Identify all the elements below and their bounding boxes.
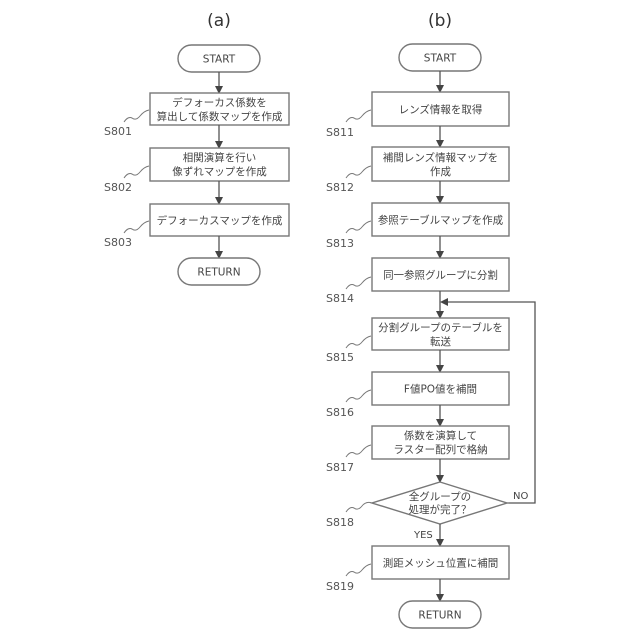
figure-b-label: (b)	[428, 11, 452, 31]
step-text-line: 同一参照グループに分割	[383, 269, 498, 282]
return-label-a: RETURN	[197, 267, 240, 279]
step-text-line: 参照テーブルマップを作成	[378, 214, 504, 227]
step-text-line: ラスター配列で格納	[393, 443, 487, 456]
process-step-s801: デフォーカス係数を 算出して係数マップを作成 S801	[104, 93, 289, 138]
step-id-label: S801	[104, 125, 132, 138]
yes-label: YES	[413, 530, 433, 541]
step-id-label: S811	[326, 126, 354, 139]
process-step-s803: デフォーカスマップを作成 S803	[104, 204, 289, 249]
step-id-label: S812	[326, 181, 354, 194]
leader-line	[346, 502, 372, 512]
leader-line	[346, 390, 371, 402]
step-text-line: デフォーカス係数を	[172, 96, 267, 109]
start-terminal-b: START	[399, 44, 481, 71]
step-id-label: S813	[326, 237, 354, 250]
step-text-line: 像ずれマップを作成	[172, 166, 267, 178]
step-id-label: S803	[104, 236, 132, 249]
decision-text-line: 処理が完了？	[409, 503, 472, 516]
leader-line	[346, 564, 371, 576]
step-text-line: 転送	[430, 335, 451, 348]
decision-text-line: 全グループの	[409, 490, 471, 503]
step-text-line: 算出して係数マップを作成	[157, 110, 283, 123]
leader-line	[346, 277, 371, 289]
process-step-s813: 参照テーブルマップを作成 S813	[326, 203, 509, 250]
step-text-line: 相関演算を行い	[183, 151, 257, 164]
step-id-label: S815	[326, 351, 354, 364]
process-step-s815: 分割グループのテーブルを 転送 S815	[326, 318, 509, 364]
figure-a: (a) START デフォーカス係数を 算出して係数マップを作成 S801 相関…	[104, 11, 289, 285]
step-id-label: S816	[326, 406, 354, 419]
return-label-b: RETURN	[418, 610, 461, 622]
process-step-s814: 同一参照グループに分割 S814	[326, 258, 509, 305]
step-text-line: 分割グループのテーブルを	[378, 321, 503, 334]
process-step-s816: F値PO値を補間 S816	[326, 372, 509, 419]
start-label-b: START	[424, 53, 457, 65]
decision-step-s818: 全グループの 処理が完了？ NO YES S818	[326, 482, 528, 541]
step-id-label: S817	[326, 461, 354, 474]
leader-line	[346, 110, 371, 122]
return-terminal-b: RETURN	[399, 601, 481, 628]
leader-line	[346, 336, 371, 348]
step-text-line: 作成	[430, 166, 451, 178]
leader-line	[124, 110, 149, 122]
figure-a-label: (a)	[207, 11, 231, 31]
step-id-label: S802	[104, 181, 132, 194]
figure-b: (b) START レンズ情報を取得 S811 補間レンズ情報マップを 作成 S…	[326, 11, 535, 628]
step-text-line: 係数を演算して	[404, 429, 477, 442]
step-id-label: S819	[326, 580, 354, 593]
process-step-s819: 測距メッシュ位置に補間 S819	[326, 546, 509, 593]
leader-line	[346, 221, 371, 233]
process-step-s812: 補間レンズ情報マップを 作成 S812	[326, 147, 509, 194]
start-label-a: START	[203, 54, 236, 66]
no-label: NO	[513, 491, 528, 502]
start-terminal-a: START	[178, 45, 260, 72]
leader-line	[346, 445, 371, 457]
process-step-s802: 相関演算を行い 像ずれマップを作成 S802	[104, 148, 289, 194]
step-text-line: 測距メッシュ位置に補間	[383, 557, 499, 570]
step-text-line: レンズ情報を取得	[399, 103, 483, 116]
leader-line	[124, 221, 149, 233]
process-step-s811: レンズ情報を取得 S811	[326, 92, 509, 139]
leader-line	[124, 166, 149, 178]
return-terminal-a: RETURN	[178, 258, 260, 285]
leader-line	[346, 166, 371, 178]
step-id-label: S818	[326, 516, 354, 529]
process-step-s817: 係数を演算して ラスター配列で格納 S817	[326, 426, 509, 474]
step-text-line: デフォーカスマップを作成	[157, 214, 283, 227]
step-id-label: S814	[326, 292, 354, 305]
step-text-line: 補間レンズ情報マップを	[383, 151, 498, 164]
step-text-line: F値PO値を補間	[404, 383, 477, 396]
